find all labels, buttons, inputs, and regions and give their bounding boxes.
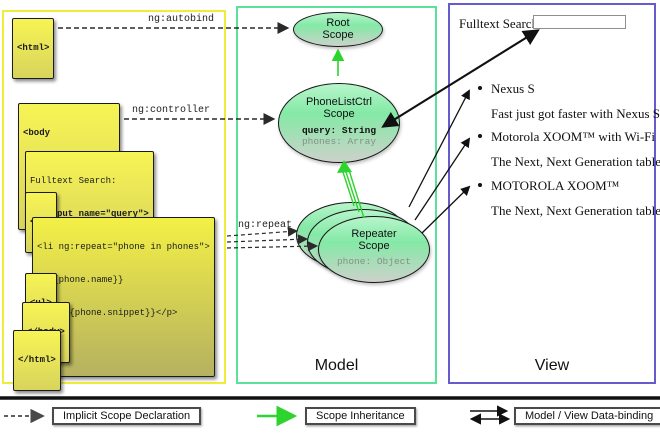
legend-model-view-data-binding: Model / View Data-binding [514,407,660,425]
phone-snippet: The Next, Next Generation tablet. [491,203,660,218]
scope-property: phones: Array [301,136,377,147]
code-line: </html> [18,355,56,365]
legend-implicit-scope-declaration: Implicit Scope Declaration [52,407,202,425]
phonelistctrl-scope-ellipse: PhoneListCtrl Scope query: String phones… [278,83,400,163]
root-scope-ellipse: Root Scope [293,12,383,47]
phone-name: Motorola XOOM™ with Wi-Fi [491,129,656,144]
model-section-label: Model [314,357,359,374]
repeater-scope-ellipse: Repeater Scope phone: Object [318,216,430,283]
phone-name: Nexus S [491,81,535,96]
code-line: <body [23,128,51,138]
scope-title: Scope [323,108,355,120]
phone-name: MOTOROLA XOOM™ [491,178,620,193]
phone-snippet: The Next, Next Generation tablet. [491,154,660,169]
ng-repeat-label: ng:repeat [238,220,293,231]
fulltext-search-label: Fulltext Search: [459,16,542,31]
view-section-label: View [534,357,570,374]
phone-snippet: Fast just got faster with Nexus S. [491,106,660,121]
code-line: Fulltext Search: [30,176,117,186]
code-line: <p>{{phone.snippet}}</p> [37,308,178,318]
code-line: {{phone.name}} [37,275,124,285]
code-line: <li ng:repeat="phone in phones"> [37,242,210,252]
ng-controller-label: ng:controller [132,105,211,116]
model-section-frame [236,6,437,384]
html-open-tag: <html> [12,18,55,79]
ng-autobind-label: ng:autobind [148,14,215,25]
scope-title: Scope [358,240,390,252]
bullet-icon [478,134,482,138]
scope-property: phone: Object [336,256,412,267]
bullet-icon [478,183,482,187]
code-line: <input name="query"> [30,209,149,219]
legend-scope-inheritance: Scope Inheritance [305,407,416,425]
fulltext-search-input[interactable] [533,15,626,29]
scope-title: Scope [322,29,354,41]
scope-title: Root [326,17,350,29]
code-line: <html> [17,43,50,53]
scope-title: Repeater [351,228,397,240]
scope-title: PhoneListCtrl [305,96,373,108]
bullet-icon [478,86,482,90]
html-close-tag: </html> [13,330,61,391]
scope-property: query: String [301,125,377,136]
